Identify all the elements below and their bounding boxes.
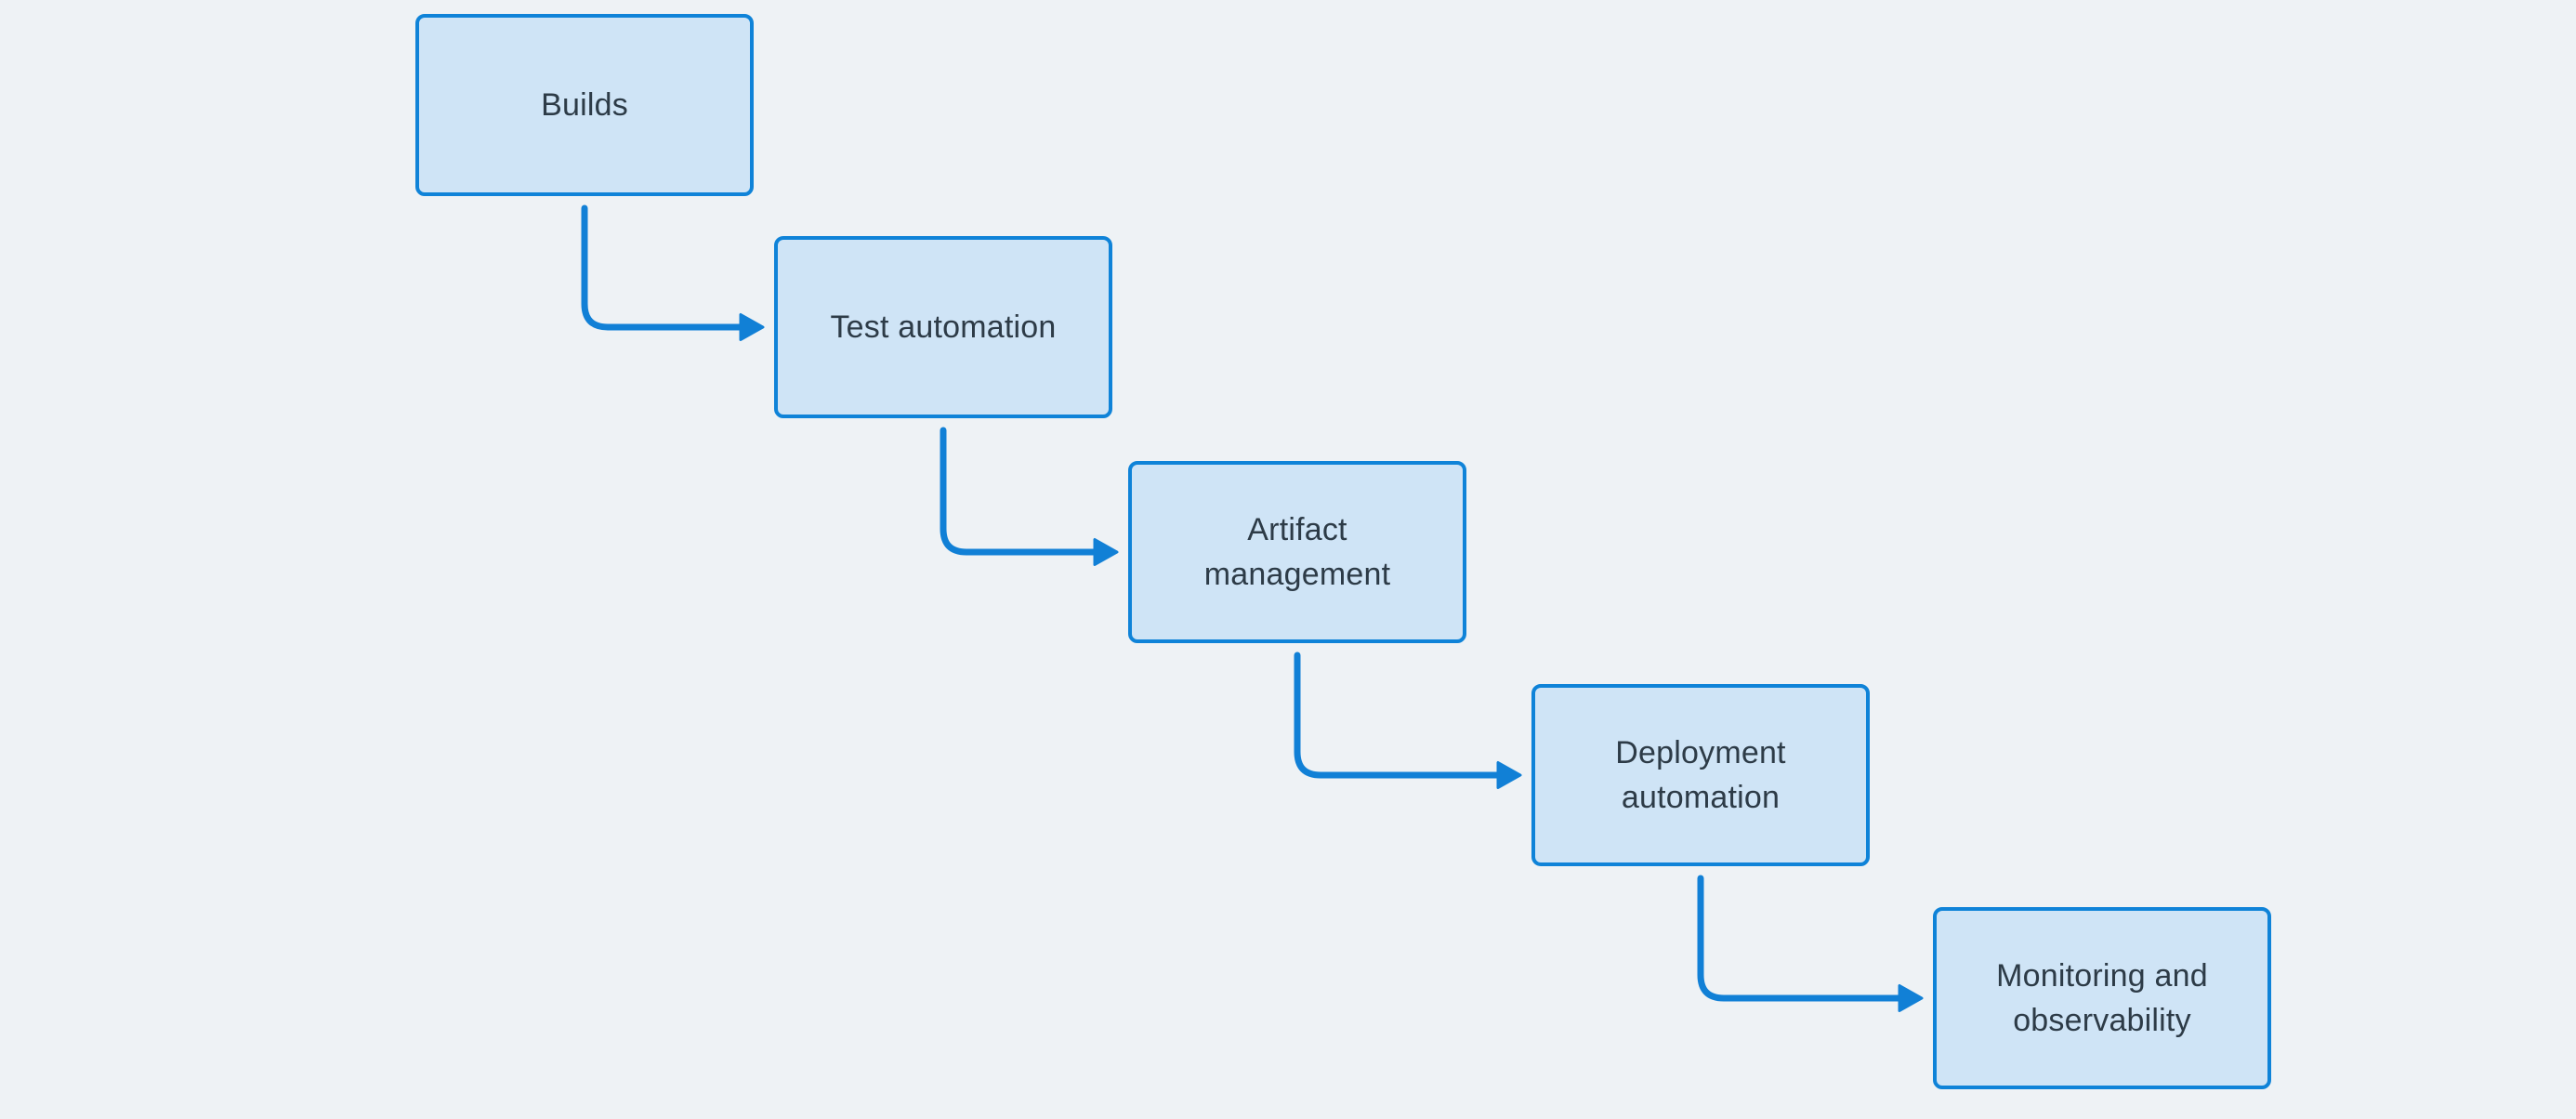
- node-label: Test automation: [830, 309, 1057, 345]
- node-label: Deployment automation: [1615, 735, 1786, 815]
- node-builds: Builds: [415, 14, 754, 196]
- node-label: Builds: [541, 87, 628, 123]
- connector-arrow-artifact-management-to-deployment-automation: [1294, 652, 1522, 789]
- node-deployment-automation: Deployment automation: [1531, 684, 1870, 866]
- connector-arrow-test-automation-to-artifact-management: [940, 427, 1119, 566]
- connector-arrow-deployment-automation-to-monitoring-observability: [1697, 875, 1924, 1012]
- connector-arrow-builds-to-test-automation: [581, 204, 765, 341]
- node-monitoring-observability: Monitoring and observability: [1933, 907, 2271, 1089]
- node-label: Monitoring and observability: [1996, 958, 2208, 1038]
- node-label: Artifact management: [1203, 512, 1391, 592]
- node-test-automation: Test automation: [774, 236, 1112, 418]
- node-artifact-management: Artifact management: [1128, 461, 1466, 643]
